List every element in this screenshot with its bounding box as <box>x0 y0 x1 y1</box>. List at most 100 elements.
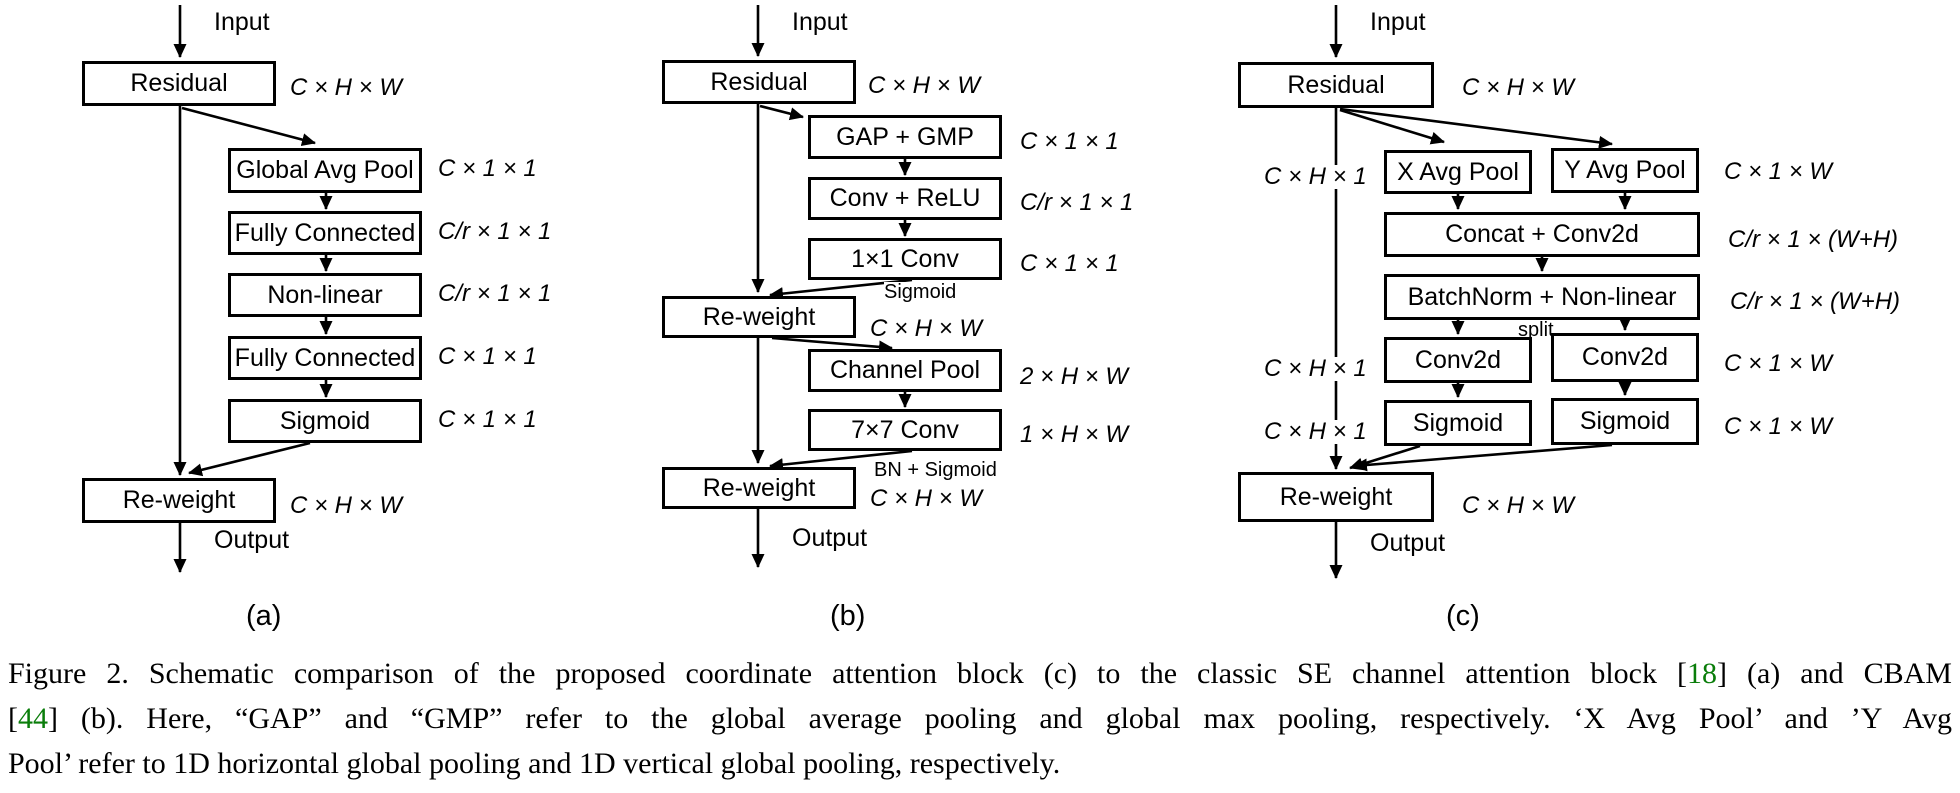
c-batchnorm-nonlinear-dim: C/r × 1 × (W+H) <box>1730 288 1901 315</box>
b-conv-relu-dim: C/r × 1 × 1 <box>1020 189 1134 216</box>
a-fully-connected-2-box: Fully Connected <box>228 336 422 380</box>
c-conv2d-right-dim: C × 1 × W <box>1724 350 1833 377</box>
a-fully-connected-1-label: Fully Connected <box>234 218 416 247</box>
b-residual-box: Residual <box>662 60 856 104</box>
a-input-label: Input <box>214 8 270 36</box>
b-re-weight-1-dim: C × H × W <box>870 315 983 342</box>
b-panel-label: (b) <box>830 600 866 632</box>
c-y-avg-pool-dim: C × 1 × W <box>1724 158 1833 185</box>
a-global-avg-pool-dim: C × 1 × 1 <box>438 155 537 182</box>
b-7x7-conv-box: 7×7 Conv <box>808 409 1002 451</box>
b-channel-pool-box: Channel Pool <box>808 349 1002 392</box>
caption-text: [ <box>8 702 18 735</box>
a-residual-dim: C × H × W <box>290 74 403 101</box>
figure-caption: Figure 2. Schematic comparison of the pr… <box>8 651 1952 786</box>
diagram-b-connectors <box>751 5 913 568</box>
c-sigmoid-left-label: Sigmoid <box>1412 408 1504 437</box>
b-sigmoid-note: Sigmoid <box>884 281 957 303</box>
c-concat-conv2d-label: Concat + Conv2d <box>1445 220 1639 248</box>
c-x-avg-pool-box: X Avg Pool <box>1384 150 1532 194</box>
caption-line-2: [44] (b). Here, “GAP” and “GMP” refer to… <box>8 696 1952 741</box>
b-1x1-conv-dim: C × 1 × 1 <box>1020 250 1119 277</box>
c-conv2d-left-dim: C × H × 1 <box>1264 355 1367 382</box>
b-input-label: Input <box>792 8 848 36</box>
c-split-note: split <box>1518 319 1554 341</box>
b-channel-pool-label: Channel Pool <box>829 356 981 384</box>
c-sigmoid-right-box: Sigmoid <box>1551 398 1699 445</box>
c-input-label: Input <box>1370 8 1426 36</box>
c-residual-dim: C × H × W <box>1462 74 1575 101</box>
c-conv2d-left-box: Conv2d <box>1384 337 1532 383</box>
c-conv2d-left-label: Conv2d <box>1414 345 1502 374</box>
a-residual-label: Residual <box>130 69 228 97</box>
c-re-weight-box: Re-weight <box>1238 472 1434 522</box>
caption-text: ] (b). Here, “GAP” and “GMP” refer to th… <box>48 702 1952 735</box>
a-panel-label: (a) <box>246 600 282 632</box>
c-residual-box: Residual <box>1238 62 1434 108</box>
c-batchnorm-nonlinear-box: BatchNorm + Non-linear <box>1384 274 1700 320</box>
b-gap-gmp-box: GAP + GMP <box>808 115 1002 159</box>
c-x-avg-pool-dim: C × H × 1 <box>1264 163 1367 190</box>
b-bn-sigmoid-note: BN + Sigmoid <box>874 459 997 481</box>
caption-line-3: Pool’ refer to 1D horizontal global pool… <box>8 741 1952 786</box>
a-fully-connected-1-box: Fully Connected <box>228 211 422 255</box>
a-global-avg-pool-box: Global Avg Pool <box>228 148 422 193</box>
a-sigmoid-box: Sigmoid <box>228 399 422 443</box>
a-non-linear-dim: C/r × 1 × 1 <box>438 280 552 307</box>
c-re-weight-label: Re-weight <box>1279 482 1393 511</box>
figure-diagrams: Input Residual C × H × W Global Avg Pool… <box>82 5 1901 632</box>
c-y-avg-pool-label: Y Avg Pool <box>1564 156 1686 184</box>
a-fully-connected-1-dim: C/r × 1 × 1 <box>438 218 552 245</box>
c-concat-conv2d-dim: C/r × 1 × (W+H) <box>1728 226 1899 253</box>
c-conv2d-right-label: Conv2d <box>1581 343 1669 371</box>
b-re-weight-2-label: Re-weight <box>702 473 816 502</box>
c-output-label: Output <box>1370 529 1446 557</box>
c-x-avg-pool-label: X Avg Pool <box>1397 157 1519 186</box>
c-re-weight-dim: C × H × W <box>1462 492 1575 519</box>
b-conv-relu-box: Conv + ReLU <box>808 177 1002 220</box>
a-sigmoid-dim: C × 1 × 1 <box>438 406 537 433</box>
a-non-linear-label: Non-linear <box>267 280 383 309</box>
c-y-avg-pool-box: Y Avg Pool <box>1551 148 1699 193</box>
c-panel-label: (c) <box>1446 600 1480 632</box>
b-7x7-conv-dim: 1 × H × W <box>1020 421 1129 448</box>
b-7x7-conv-label: 7×7 Conv <box>851 415 959 444</box>
b-re-weight-2-box: Re-weight <box>662 467 856 509</box>
b-channel-pool-dim: 2 × H × W <box>1020 363 1129 390</box>
b-conv-relu-label: Conv + ReLU <box>829 184 981 212</box>
a-re-weight-label: Re-weight <box>122 486 236 514</box>
c-sigmoid-right-dim: C × 1 × W <box>1724 413 1833 440</box>
diagram-a-connectors <box>173 5 333 573</box>
b-1x1-conv-label: 1×1 Conv <box>851 244 959 273</box>
b-1x1-conv-box: 1×1 Conv <box>808 238 1002 280</box>
b-output-label: Output <box>792 524 868 552</box>
caption-line-1: Figure 2. Schematic comparison of the pr… <box>8 651 1952 696</box>
b-gap-gmp-label: GAP + GMP <box>836 122 974 151</box>
connector-arrows <box>173 5 1632 579</box>
b-residual-label: Residual <box>710 67 808 96</box>
b-re-weight-2-dim: C × H × W <box>870 485 983 512</box>
a-fully-connected-2-dim: C × 1 × 1 <box>438 343 537 370</box>
a-residual-box: Residual <box>82 61 276 106</box>
c-sigmoid-left-dim: C × H × 1 <box>1264 418 1367 445</box>
a-fully-connected-2-label: Fully Connected <box>234 343 416 372</box>
a-sigmoid-label: Sigmoid <box>279 406 371 435</box>
caption-text: ] (a) and CBAM <box>1716 657 1952 690</box>
a-re-weight-dim: C × H × W <box>290 492 403 519</box>
a-output-label: Output <box>214 526 290 554</box>
a-re-weight-box: Re-weight <box>82 478 276 523</box>
caption-text: Figure 2. Schematic comparison of the pr… <box>8 657 1687 690</box>
b-residual-dim: C × H × W <box>868 72 981 99</box>
caption-text: Pool’ refer to 1D horizontal global pool… <box>8 747 1061 780</box>
b-gap-gmp-dim: C × 1 × 1 <box>1020 128 1119 155</box>
citation-44: 44 <box>18 702 48 735</box>
c-sigmoid-left-box: Sigmoid <box>1384 400 1532 446</box>
b-re-weight-1-label: Re-weight <box>702 302 816 331</box>
c-concat-conv2d-box: Concat + Conv2d <box>1384 212 1700 257</box>
b-re-weight-1-box: Re-weight <box>662 296 856 338</box>
c-sigmoid-right-label: Sigmoid <box>1579 407 1671 435</box>
a-non-linear-box: Non-linear <box>228 273 422 317</box>
c-batchnorm-nonlinear-label: BatchNorm + Non-linear <box>1407 282 1677 311</box>
a-global-avg-pool-label: Global Avg Pool <box>236 156 414 184</box>
